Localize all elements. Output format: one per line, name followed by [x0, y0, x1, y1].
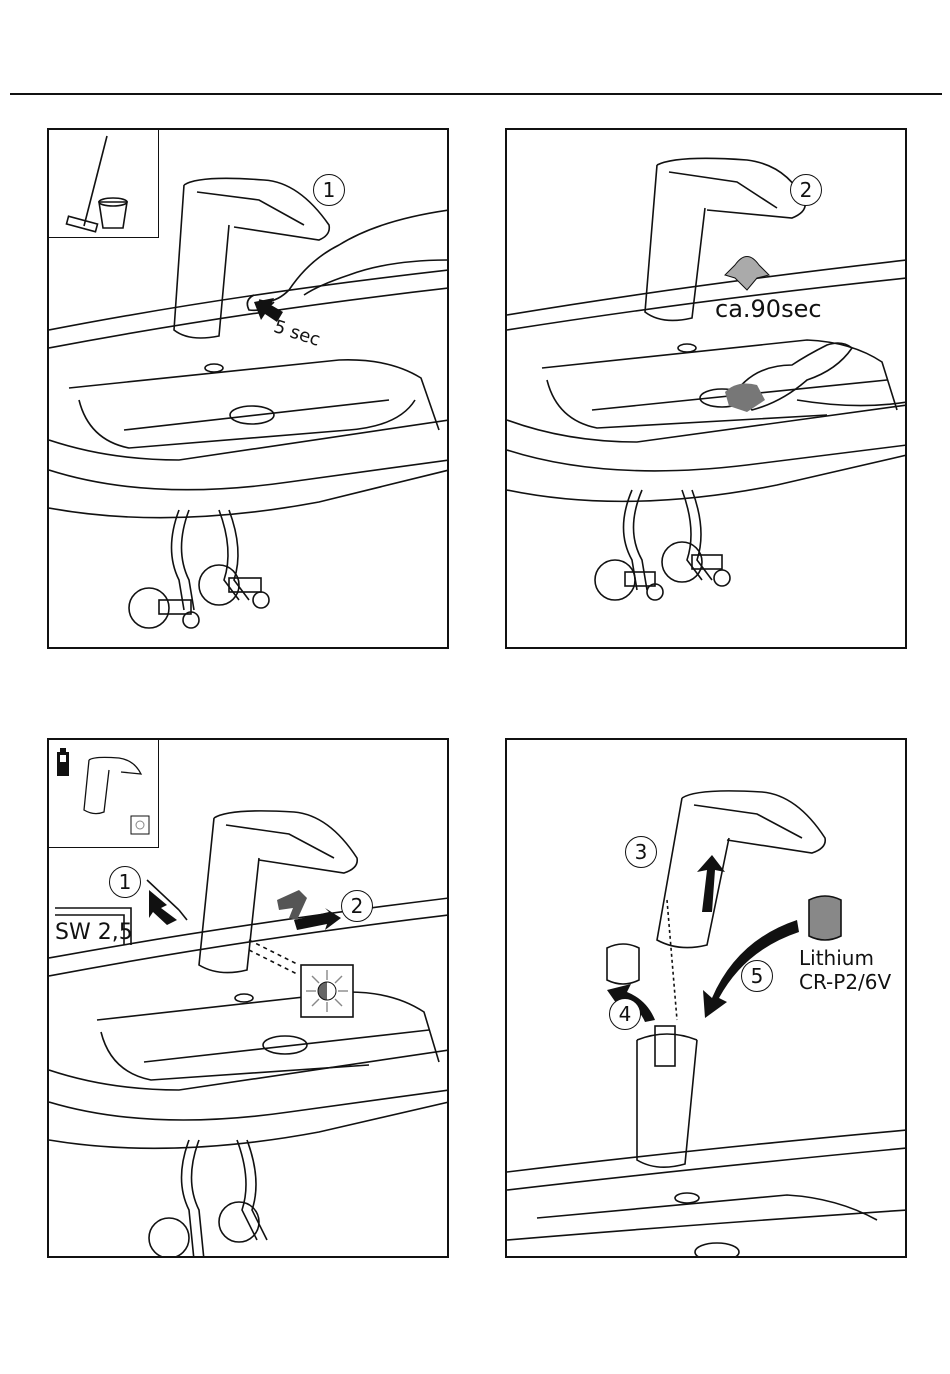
step-number-4: 4	[609, 998, 641, 1030]
cleaning-inset	[49, 130, 159, 238]
tool-size-label: SW 2,5	[55, 922, 133, 944]
battery-type-label: Lithium	[799, 948, 874, 968]
step-number-1: 1	[313, 174, 345, 206]
low-battery-icon	[49, 740, 157, 846]
faucet-illustration	[507, 130, 907, 649]
step-number-5: 5	[741, 960, 773, 992]
battery-model-label: CR-P2/6V	[799, 972, 891, 992]
battery-inset	[49, 740, 159, 848]
top-rule	[10, 93, 942, 95]
faucet-illustration	[507, 740, 907, 1258]
panel-battery-indicator: 1 2 SW 2,5	[47, 738, 449, 1258]
step-number-2: 2	[341, 890, 373, 922]
panel-cleaning-mode: 1 5 sec	[47, 128, 449, 649]
mop-and-bucket-icon	[49, 130, 157, 236]
duration-label: ca.90sec	[715, 297, 822, 321]
step-number-1: 1	[109, 866, 141, 898]
step-number-3: 3	[625, 836, 657, 868]
panel-clean-basin: 2 ca.90sec	[505, 128, 907, 649]
step-number-2: 2	[790, 174, 822, 206]
panel-battery-replacement: 3 4 5 Lithium CR-P2/6V	[505, 738, 907, 1258]
